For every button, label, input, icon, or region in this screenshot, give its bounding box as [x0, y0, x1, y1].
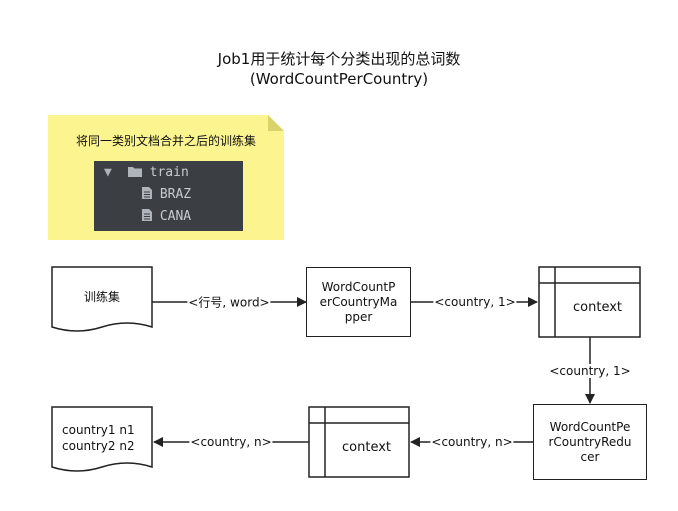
context-shape-bottom — [308, 406, 410, 478]
context-bottom-label: context — [342, 440, 391, 455]
context-shape-top — [538, 266, 641, 338]
sticky-note: 将同一类别文档合并之后的训练集 ▼ train BRAZ — [48, 115, 284, 240]
expand-triangle-icon: ▼ — [104, 165, 112, 180]
document-shape-train-set — [51, 266, 153, 332]
output-line: country2 n2 — [62, 439, 135, 453]
mapper-label-line: pper — [344, 309, 373, 324]
edge-label-country-one-vertical: <country, 1> — [548, 364, 632, 378]
train-set-label: 训练集 — [83, 290, 120, 304]
reducer-label-line: WordCountPe — [549, 419, 631, 434]
mapper-label-line: erCountryMa — [319, 294, 398, 309]
mapper-label: WordCountP erCountryMa pper — [320, 280, 398, 325]
tree-file-name: BRAZ — [159, 187, 192, 202]
folder-icon — [127, 167, 142, 177]
output-label: country1 n1 country2 n2 — [62, 422, 150, 454]
reducer-node: WordCountPe rCountryRedu cer — [533, 404, 647, 480]
context-top-label: context — [573, 300, 622, 315]
edge-label-country-one: <country, 1> — [433, 295, 517, 309]
diagram-title-line2: (WordCountPerCountry) — [249, 70, 429, 88]
note-caption: 将同一类别文档合并之后的训练集 — [75, 134, 256, 148]
tree-folder-name: train — [149, 165, 189, 180]
reducer-label-line: cer — [580, 449, 600, 464]
reducer-label-line: rCountryRedu — [548, 434, 632, 449]
edge-label-line-word: <行号, word> — [187, 293, 271, 311]
file-tree: ▼ train BRAZ CANA — [94, 161, 243, 231]
file-icon — [142, 209, 152, 221]
tree-folder-row: ▼ train — [104, 164, 189, 182]
reducer-label: WordCountPe rCountryRedu cer — [548, 420, 631, 465]
document-shape-output — [51, 406, 153, 472]
tree-file-row: CANA — [142, 208, 191, 226]
edge-label-country-n-right: <country, n> — [430, 435, 514, 449]
mapper-label-line: WordCountP — [321, 279, 396, 294]
diagram-title-line1: Job1用于统计每个分类出现的总词数 — [217, 50, 461, 68]
tree-file-row: BRAZ — [142, 186, 191, 204]
output-line: country1 n1 — [62, 423, 135, 437]
tree-file-name: CANA — [159, 209, 192, 224]
edge-label-country-n-left: <country, n> — [189, 435, 273, 449]
file-icon — [142, 187, 152, 199]
mapper-node: WordCountP erCountryMa pper — [306, 267, 411, 337]
